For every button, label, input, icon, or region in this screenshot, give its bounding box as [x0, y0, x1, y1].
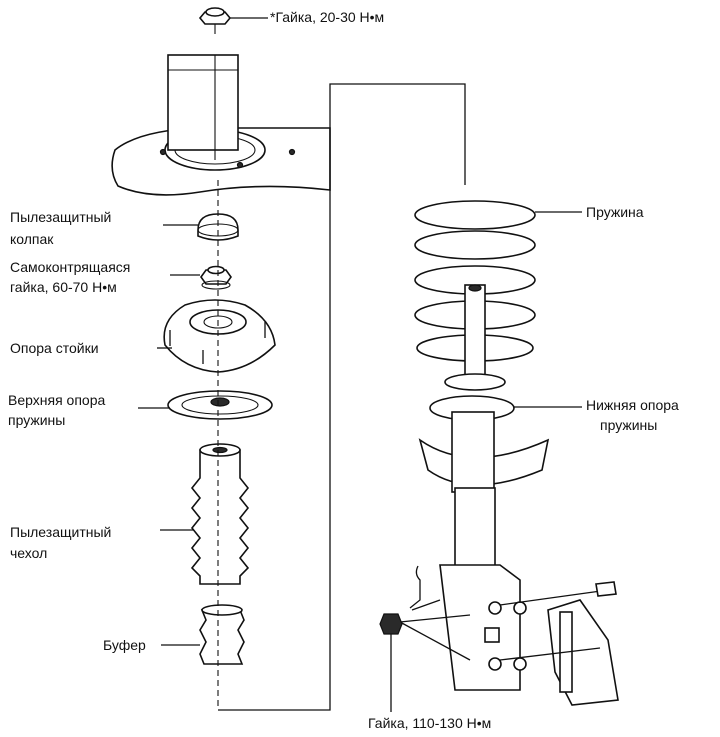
coil-spring [414, 200, 536, 386]
label-upper-seat-line2: пружины [8, 412, 65, 428]
strut-assembly [418, 373, 550, 691]
strut-mount [163, 299, 276, 373]
label-top-nut: *Гайка, 20-30 Н•м [270, 9, 384, 25]
label-bumper: Буфер [103, 637, 146, 653]
retaining-clip [409, 565, 441, 611]
lock-nut [200, 265, 232, 290]
label-upper-seat-line1: Верхняя опора [8, 392, 105, 408]
label-dust-cap-line2: колпак [10, 231, 54, 247]
dust-boot [190, 443, 250, 585]
bolts [399, 581, 617, 661]
label-dust-boot-line1: Пылезащитный [10, 524, 111, 540]
label-bottom-nut: Гайка, 110-130 Н•м [368, 715, 491, 731]
label-lower-seat-line2: пружины [600, 417, 657, 433]
label-dust-cap-line1: Пылезащитный [10, 209, 111, 225]
body-panel [111, 54, 331, 196]
label-spring: Пружина [586, 204, 644, 220]
assembly-bracket [218, 83, 466, 711]
dust-cap [197, 213, 239, 241]
label-lock-nut-line1: Самоконтрящаяся [10, 259, 130, 275]
steering-knuckle [547, 599, 619, 706]
top-nut [198, 7, 232, 34]
label-strut-mount: Опора стойки [10, 340, 99, 356]
upper-spring-seat [167, 390, 273, 420]
bottom-nut [379, 613, 403, 635]
label-dust-boot-line2: чехол [10, 545, 47, 561]
label-lock-nut-line2: гайка, 60-70 Н•м [10, 279, 117, 295]
label-lower-seat-line1: Нижняя опора [586, 397, 679, 413]
bumper [199, 604, 245, 665]
